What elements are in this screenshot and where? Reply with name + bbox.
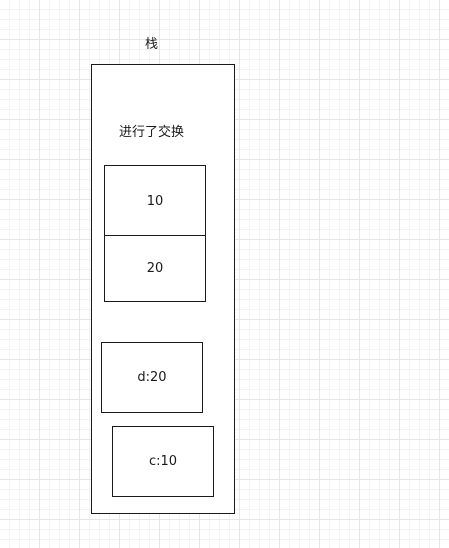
swap-note: 进行了交换 [119, 125, 185, 140]
variable-c-box: c:10 [112, 426, 214, 497]
variable-c-label: c:10 [148, 454, 178, 469]
variable-d-label: d:20 [137, 370, 167, 385]
variable-d-box: d:20 [101, 342, 203, 413]
stack-title: 栈 [145, 37, 159, 52]
stack-cell-lower-value: 20 [146, 261, 164, 276]
stack-cell-lower: 20 [104, 235, 206, 302]
stack-cell-upper: 10 [104, 165, 206, 237]
stack-cell-upper-value: 10 [146, 193, 164, 209]
